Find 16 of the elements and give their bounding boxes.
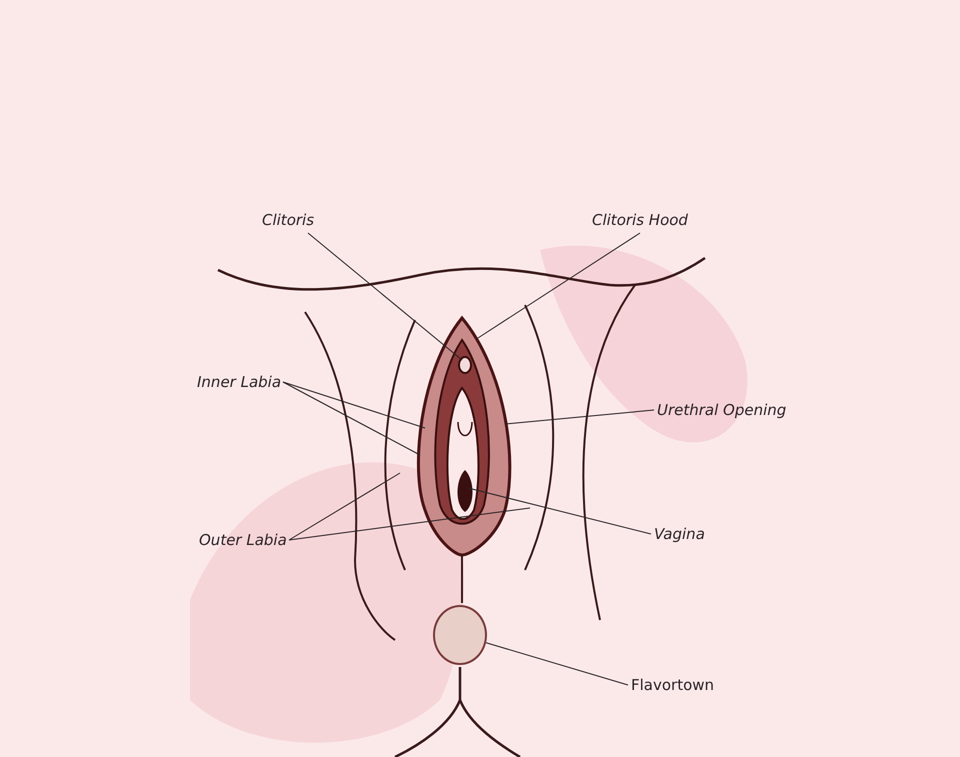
leader-line — [308, 232, 462, 360]
leader-line — [486, 642, 628, 686]
leader-line — [282, 382, 420, 456]
leader-line — [288, 472, 400, 540]
leader-line — [288, 508, 530, 540]
part-label: Outer Labia — [199, 531, 287, 549]
leader-line — [478, 232, 640, 338]
part-label: Vagina — [654, 525, 705, 543]
leader-line — [468, 488, 652, 534]
part-label: Clitoris Hood — [592, 211, 688, 229]
leader-line — [282, 382, 426, 428]
part-label: Flavortown — [631, 676, 714, 694]
part-label: Urethral Opening — [657, 401, 786, 419]
part-label: Inner Labia — [197, 373, 282, 391]
part-label: Clitoris — [262, 211, 314, 229]
leader-line — [504, 410, 654, 424]
